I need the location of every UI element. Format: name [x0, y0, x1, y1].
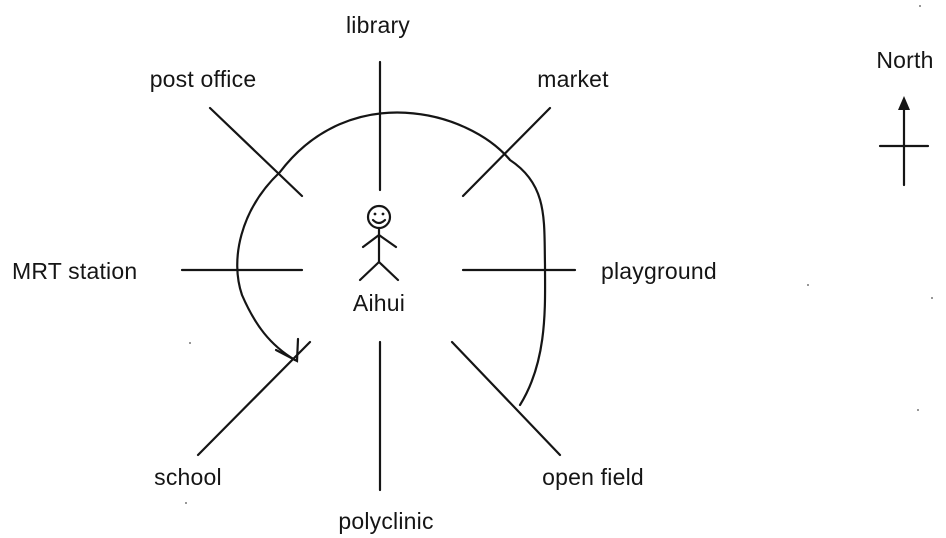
label-south: polyclinic: [338, 510, 433, 533]
label-center-person: Aihui: [353, 292, 405, 315]
route-path: [237, 113, 545, 405]
line-south-east: [452, 342, 560, 455]
line-north-west: [210, 108, 302, 196]
scan-speck: [185, 502, 187, 504]
label-south-west: school: [154, 466, 222, 489]
north-arrowhead-icon: [898, 96, 910, 110]
label-north: library: [346, 14, 410, 37]
label-south-east: open field: [542, 466, 644, 489]
label-compass-north: North: [876, 49, 933, 72]
scan-speck: [919, 5, 921, 7]
north-arrow-icon: [880, 104, 928, 185]
label-west: MRT station: [12, 260, 137, 283]
person-icon: [360, 206, 398, 280]
scan-speck: [189, 342, 191, 344]
line-north-east: [463, 108, 550, 196]
scan-speck: [807, 284, 809, 286]
scan-speck: [931, 297, 933, 299]
label-north-west: post office: [150, 68, 257, 91]
label-north-east: market: [537, 68, 609, 91]
scan-speck: [917, 409, 919, 411]
label-east: playground: [601, 260, 717, 283]
